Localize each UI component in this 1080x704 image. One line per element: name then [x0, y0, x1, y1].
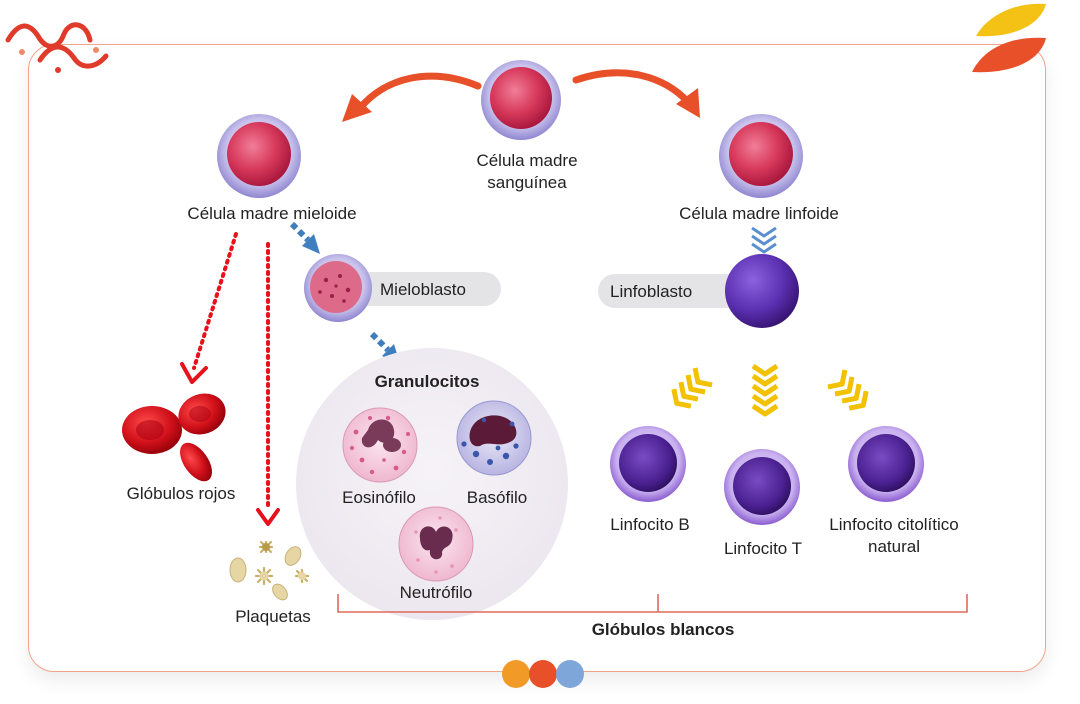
neutrophil-label: Neutrófilo [399, 583, 473, 602]
curved-arrow-right [572, 69, 700, 118]
platelets [229, 540, 310, 601]
t-lymphocyte-label: Linfocito T [723, 539, 803, 558]
dashed-arrow-to-myeloblast [289, 221, 320, 254]
lymphoblast-label: Linfoblasto [610, 282, 693, 301]
eosinophil-cell [342, 407, 418, 483]
stem-cell [481, 60, 561, 140]
arrowhead-red-blood-cells [180, 362, 208, 384]
curved-arrow-left [342, 72, 482, 122]
arrowhead-platelets [256, 508, 280, 526]
myeloblast-pill [345, 272, 501, 306]
myeloid-stem-cell-label: Célula madre mieloide [187, 204, 357, 223]
eosinophil-label: Eosinófilo [342, 488, 416, 507]
nk-lymphocyte-label-line1: Linfocito citolítico [829, 515, 959, 534]
chevron-arrow-to-b-cell [671, 367, 713, 409]
dotted-arrow-to-red-blood-cells [192, 232, 238, 370]
myeloblast-label: Mieloblasto [380, 280, 466, 299]
lymphoblast-cell [725, 254, 799, 328]
leaf-logo-icon [972, 3, 1046, 73]
neutrophil-cell [398, 506, 474, 582]
b-lymphocyte-label: Linfocito B [610, 515, 690, 534]
nk-lymphocyte-cell [848, 426, 924, 502]
platelets-label: Plaquetas [235, 607, 311, 626]
white-blood-cells-bracket [337, 594, 968, 613]
basophil-label: Basófilo [466, 488, 528, 507]
b-lymphocyte-cell [610, 426, 686, 502]
chevron-down-icon [751, 226, 777, 254]
myeloid-stem-cell [217, 114, 301, 198]
red-blood-cells-label: Glóbulos rojos [126, 484, 236, 503]
logo-squiggle-icon [5, 22, 109, 73]
t-lymphocyte-cell [724, 449, 800, 525]
chevron-arrow-to-nk-cell [827, 369, 869, 411]
stem-cell-label-line2: sanguínea [487, 173, 567, 192]
stem-cell-label-line1: Célula madre [476, 151, 578, 170]
red-blood-cells [122, 393, 226, 482]
nk-lymphocyte-label-line2: natural [868, 537, 920, 556]
basophil-cell [456, 400, 532, 476]
white-blood-cells-label: Glóbulos blancos [591, 620, 735, 639]
lymphoid-stem-cell [719, 114, 803, 198]
pagination-dots-icon [502, 660, 584, 688]
myeloblast-cell [304, 254, 372, 322]
lymphoid-stem-cell-label: Célula madre linfoide [679, 204, 839, 223]
chevron-arrow-to-t-cell [751, 363, 779, 417]
lymphoblast-pill [598, 274, 758, 308]
granulocytes-label: Granulocitos [374, 372, 480, 391]
